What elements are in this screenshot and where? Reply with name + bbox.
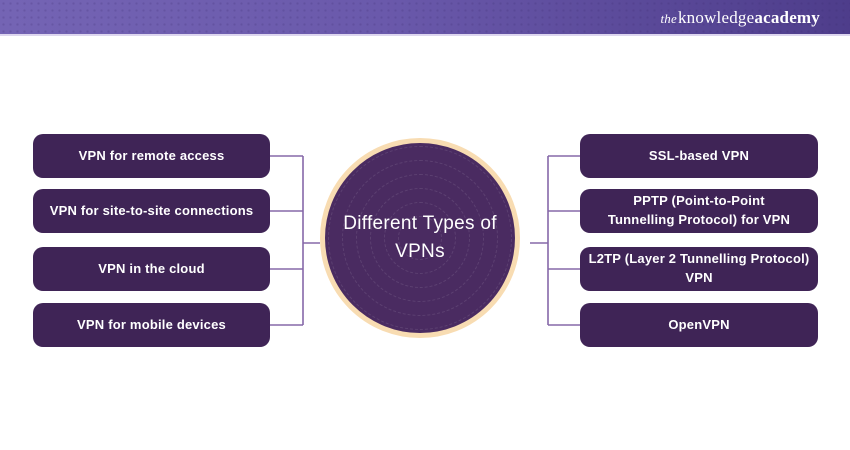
diagram-title: Different Types of VPNs: [343, 213, 497, 262]
vpn-type-box-remote-access: VPN for remote access: [33, 134, 270, 178]
vpn-type-box-site-to-site: VPN for site-to-site connections: [33, 189, 270, 233]
decorative-ring: [384, 202, 456, 274]
vpn-type-box-l2tp: L2TP (Layer 2 Tunnelling Protocol) VPN: [580, 247, 818, 291]
knowledge-academy-logo: theknowledgeacademy: [661, 9, 850, 26]
vpn-type-box-pptp: PPTP (Point-to-Point Tunnelling Protocol…: [580, 189, 818, 233]
vpn-types-diagram: VPN for remote access VPN for site-to-si…: [0, 36, 850, 450]
decorative-ring: [328, 146, 512, 330]
vpn-type-box-ssl: SSL-based VPN: [580, 134, 818, 178]
center-circle: Different Types of VPNs: [320, 138, 520, 338]
logo-word-knowledge: knowledge: [677, 7, 755, 27]
decorative-ring: [356, 174, 484, 302]
decorative-ring: [398, 216, 442, 260]
decorative-ring: [370, 188, 470, 288]
header-bar: theknowledgeacademy: [0, 0, 850, 36]
vpn-type-box-openvpn: OpenVPN: [580, 303, 818, 347]
vpn-type-box-cloud: VPN in the cloud: [33, 247, 270, 291]
vpn-type-box-mobile-devices: VPN for mobile devices: [33, 303, 270, 347]
logo-word-academy: academy: [754, 7, 820, 27]
decorative-ring: [342, 160, 498, 316]
logo-word-the: the: [660, 10, 677, 26]
